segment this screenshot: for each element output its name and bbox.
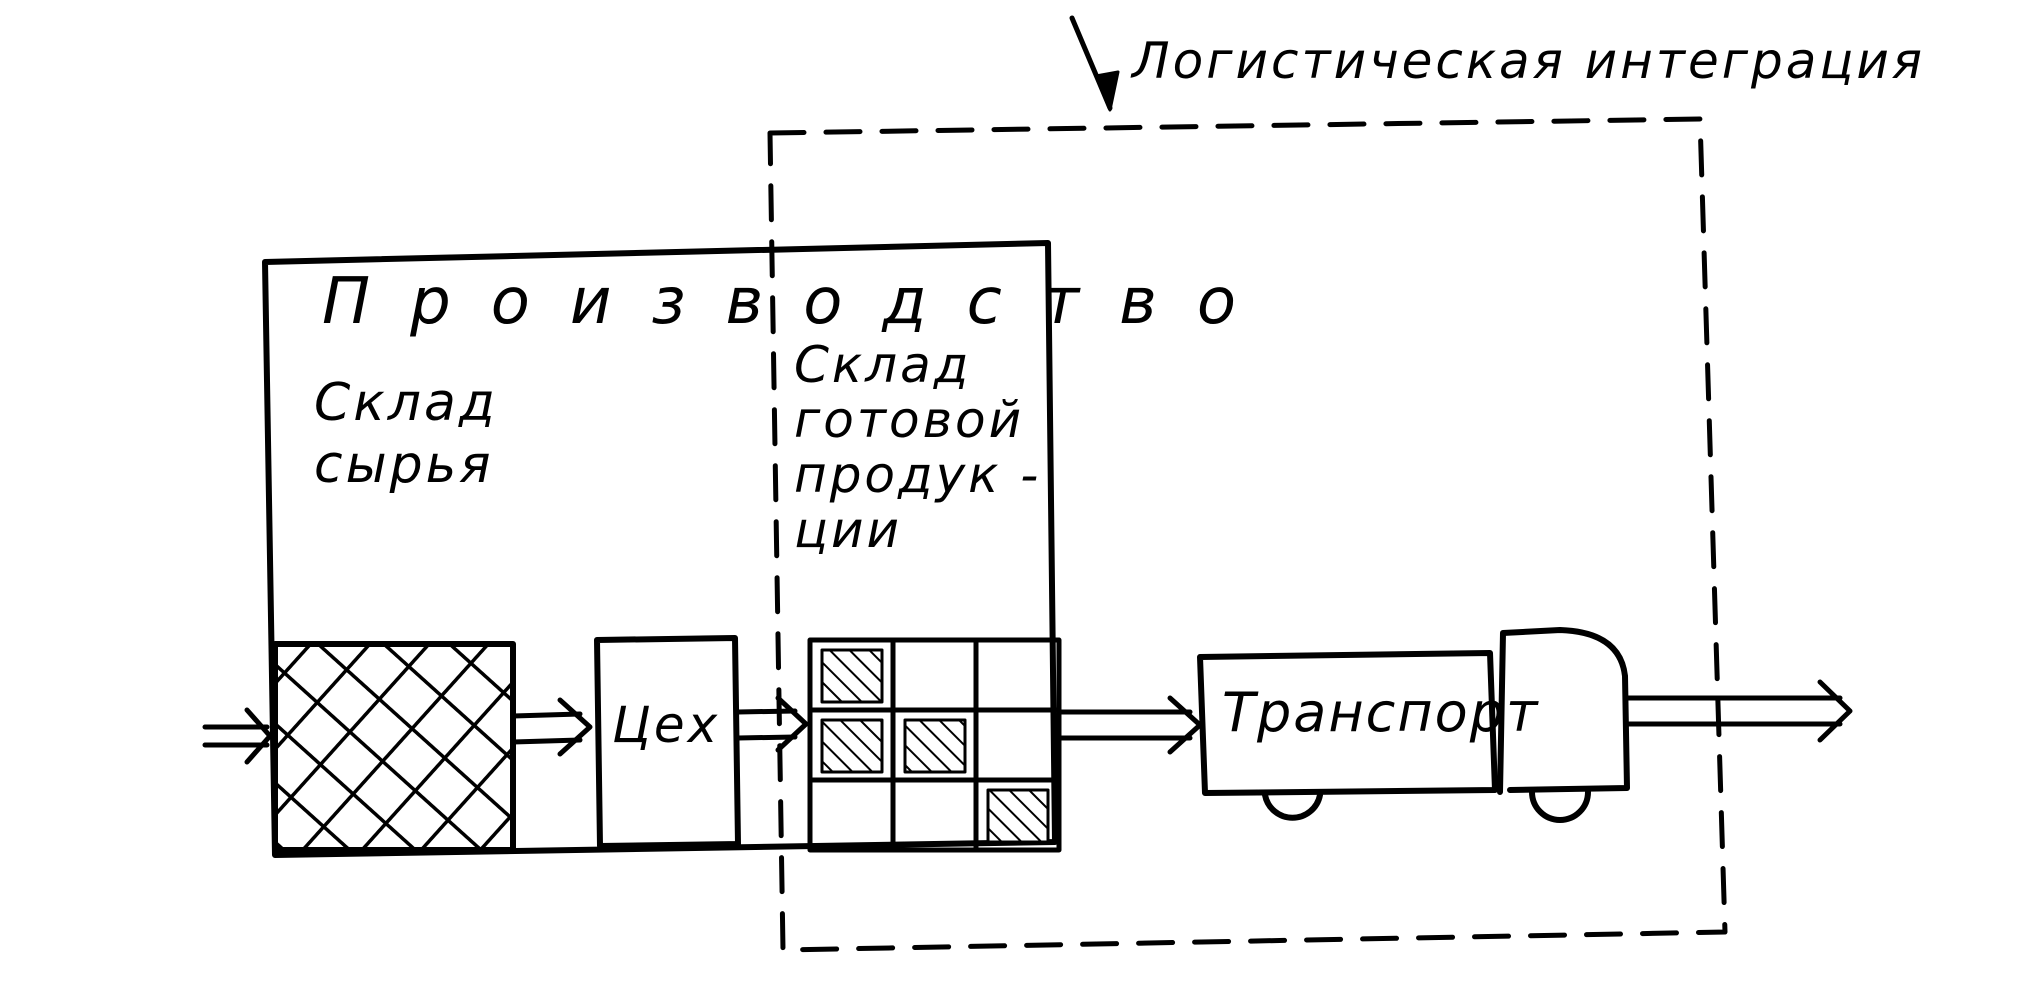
raw-storage-block	[272, 641, 516, 853]
finished-warehouse-label: Склад готовой продук - ции	[794, 336, 1042, 559]
finished-goods-grid	[807, 637, 1062, 853]
transport-label: Транспорт	[1222, 681, 1540, 744]
integration-boundary	[767, 116, 1728, 953]
arrow-raw-to-workshop	[510, 697, 593, 757]
workshop-label: Цех	[612, 696, 721, 754]
arrow-workshop-to-fg	[735, 695, 809, 753]
integration-label: Логистическая интеграция	[1132, 32, 1925, 90]
production-building	[262, 240, 1058, 858]
outgoing-arrow	[1624, 679, 1853, 743]
production-label: Производство	[322, 265, 1276, 339]
workshop-block	[594, 635, 741, 849]
truck-drawing	[1197, 627, 1630, 823]
incoming-arrow	[202, 707, 273, 765]
arrow-fg-to-transport	[1056, 695, 1203, 755]
raw-warehouse-label: Склад сырья	[314, 373, 498, 495]
